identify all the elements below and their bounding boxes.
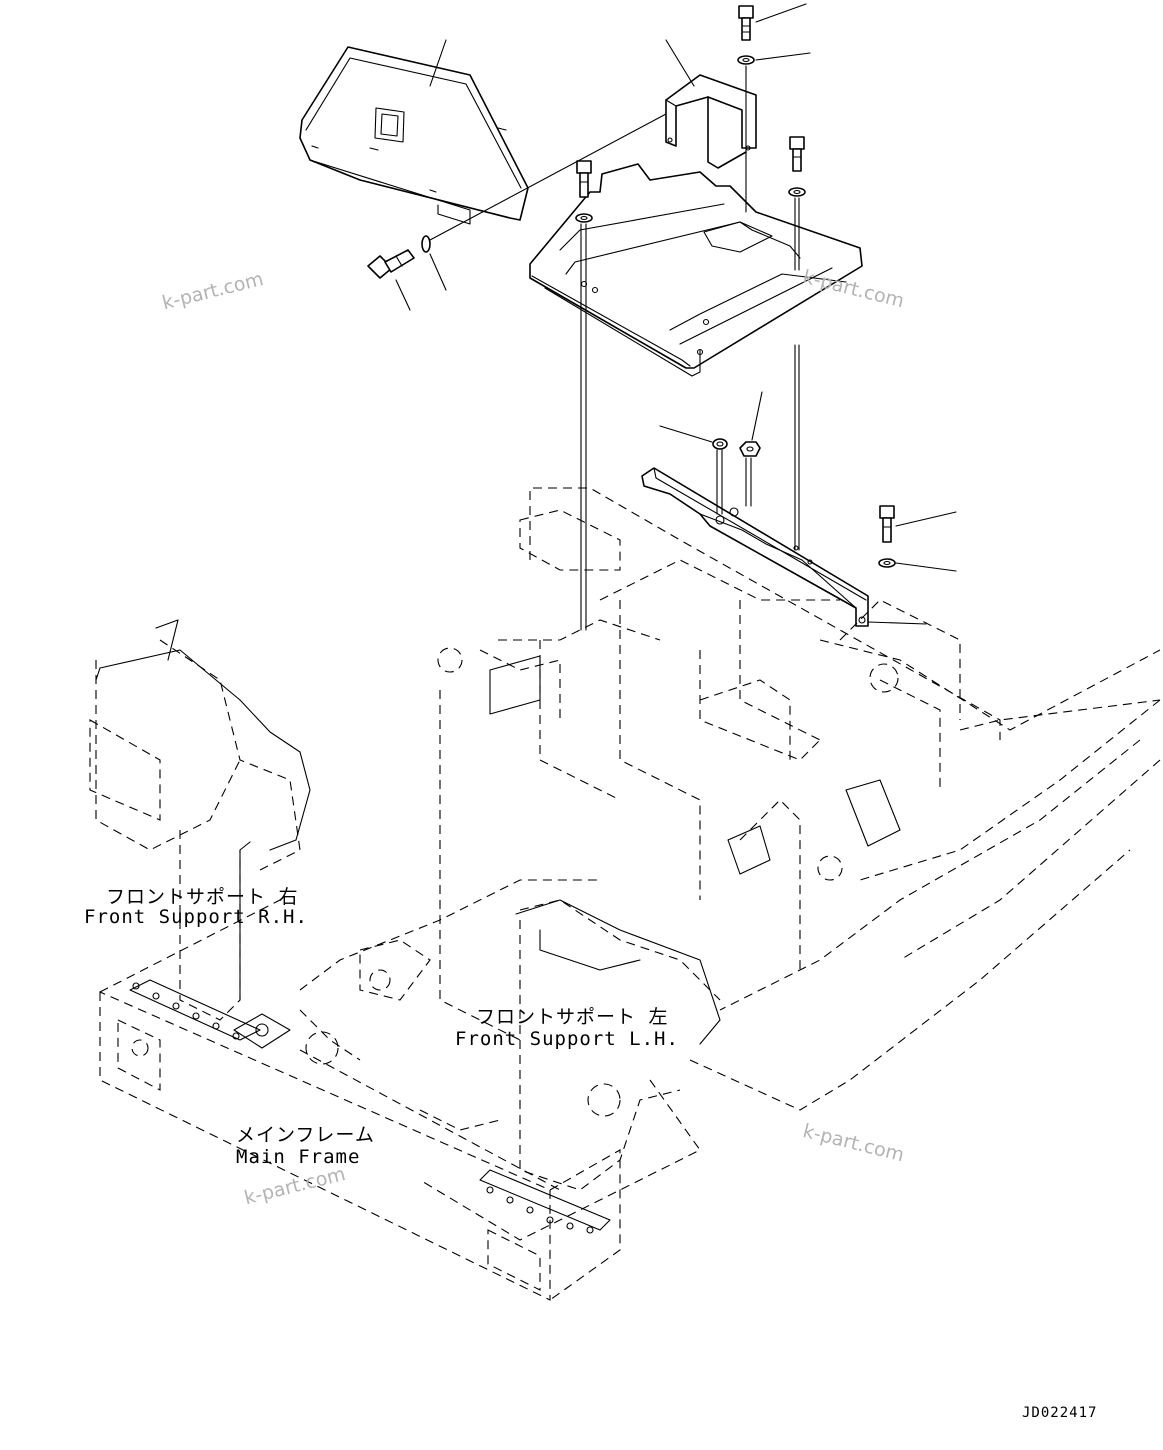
document-id: JD022417: [1022, 1405, 1098, 1421]
bolt-center: [576, 160, 592, 198]
bolt-top-right: [738, 5, 754, 41]
assembly-lines: [429, 65, 800, 631]
top-plate: [529, 163, 863, 377]
bolt-right: [789, 136, 805, 172]
front-support-rh-label-en: Front Support R.H.: [84, 906, 308, 928]
front-support-rh-outline: [95, 649, 311, 1001]
front-support-lh-outline: [515, 899, 721, 1045]
support-bar: [641, 467, 869, 627]
nut-1: [712, 438, 728, 450]
bracket: [665, 74, 757, 169]
washer-right-lower: [878, 558, 896, 568]
leader-lines: [395, 3, 957, 625]
main-frame-label-jp: メインフレーム: [236, 1124, 375, 1146]
washer-right: [788, 187, 806, 197]
main-frame-outline: [89, 487, 1161, 1301]
front-support-lh-label-jp: フロントサポート 左: [476, 1006, 669, 1028]
front-support-lh-label-en: Front Support L.H.: [455, 1028, 679, 1050]
main-frame-label-en: Main Frame: [236, 1146, 361, 1168]
nut-2: [739, 441, 761, 457]
frame-details: [129, 619, 901, 1234]
bolt-left-horizontal: [367, 249, 415, 279]
cover-panel: [299, 46, 529, 225]
bolt-right-lower: [879, 505, 895, 543]
front-support-rh-label-jp: フロントサポート 右: [106, 886, 299, 908]
washer-center: [575, 213, 593, 223]
washer-top-right: [737, 55, 755, 65]
washer-left: [421, 235, 431, 253]
